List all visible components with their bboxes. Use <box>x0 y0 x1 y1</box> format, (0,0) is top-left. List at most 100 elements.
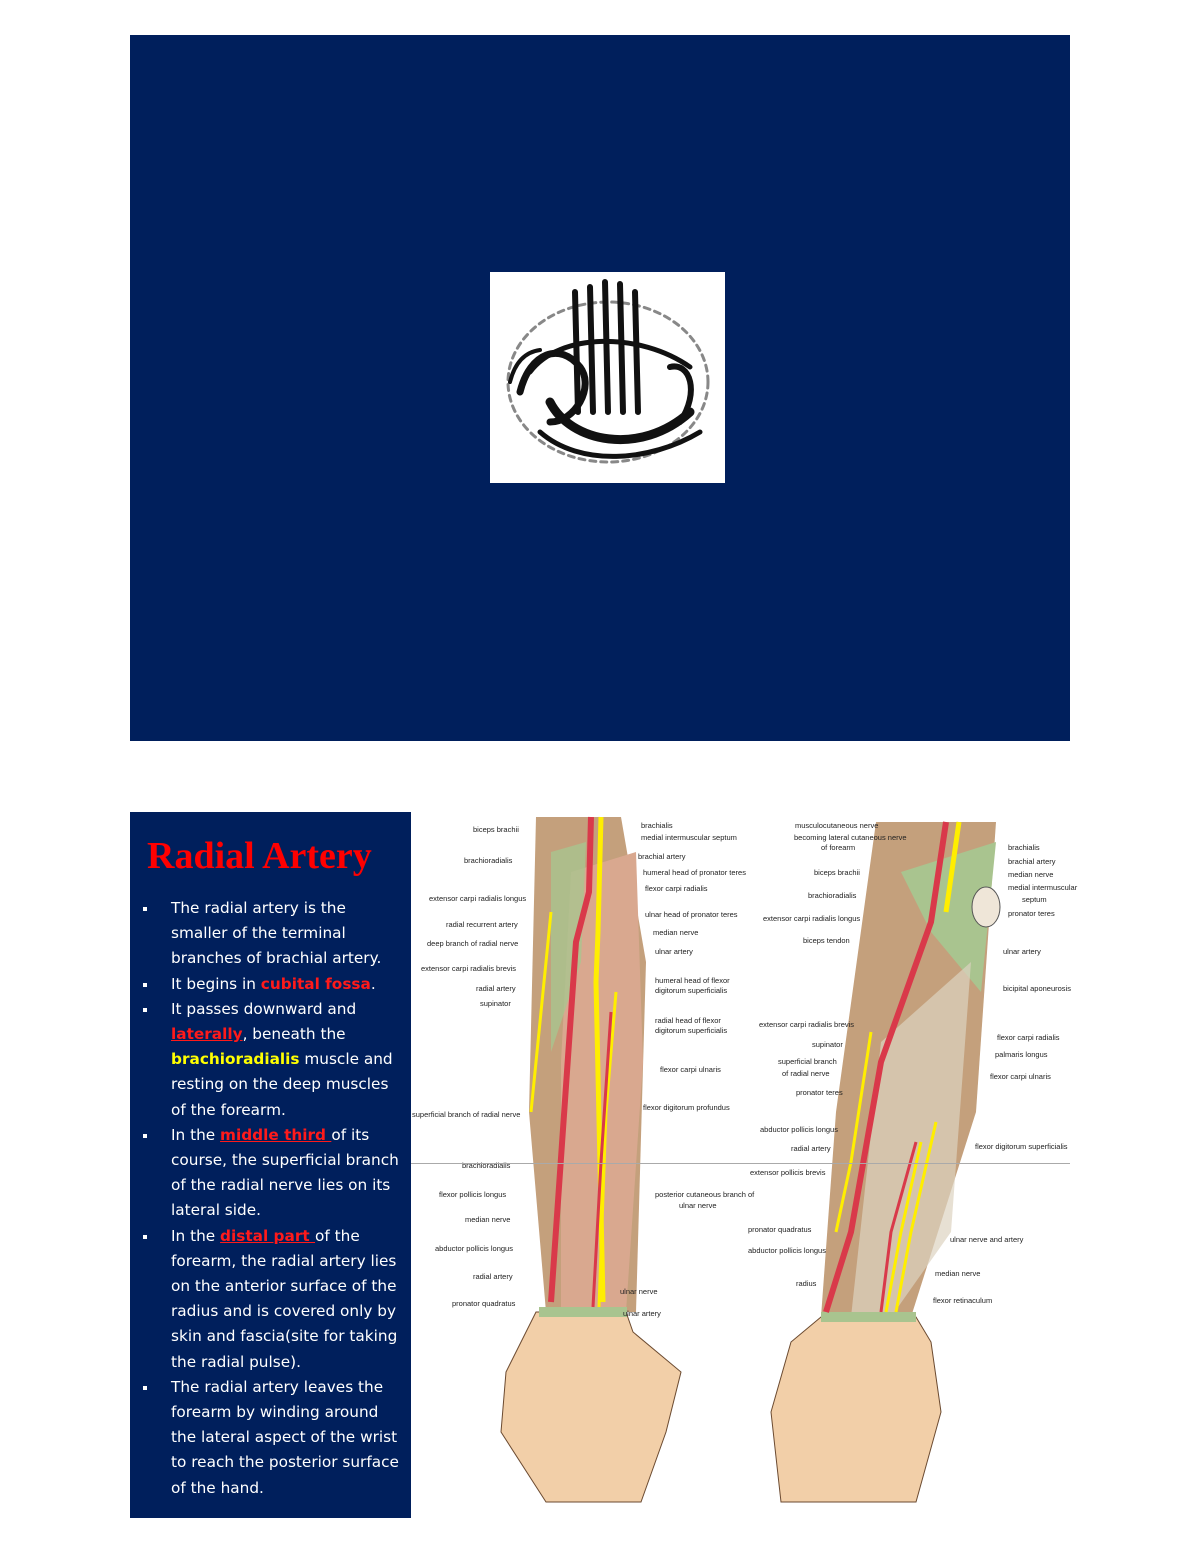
radial-artery-slide: Radial Artery The radial artery is the s… <box>130 812 1077 1518</box>
right-forearm-anatomy-label: median nerve <box>1008 870 1054 879</box>
left-forearm-anatomy-label: median nerve <box>465 1215 511 1224</box>
bullet-text: , beneath the <box>242 1025 346 1044</box>
bullet-item: In the middle third of its course, the s… <box>140 1123 405 1224</box>
right-forearm-anatomy-label: biceps brachii <box>814 868 860 877</box>
slide-title: Radial Artery <box>147 835 372 877</box>
left-forearm-anatomy-label: medial intermuscular septum <box>641 833 737 842</box>
bullet-text: The radial artery leaves the forearm by … <box>171 1377 399 1497</box>
bullet-list: The radial artery is the smaller of the … <box>140 896 405 1501</box>
right-forearm-anatomy-label: ulnar nerve and artery <box>950 1235 1024 1244</box>
right-forearm-anatomy-label: pronator quadratus <box>748 1225 812 1234</box>
bullet-item: It passes downward and laterally, beneat… <box>140 997 405 1123</box>
left-forearm-anatomy-label: flexor carpi ulnaris <box>660 1065 721 1074</box>
right-forearm-anatomy-label: flexor retinaculum <box>933 1296 993 1305</box>
left-forearm-anatomy-label: ulnar nerve <box>679 1201 717 1210</box>
text-panel: Radial Artery The radial artery is the s… <box>130 812 411 1518</box>
left-forearm-anatomy-label: radial recurrent artery <box>446 920 518 929</box>
right-forearm-anatomy-label: brachioradialis <box>808 891 857 900</box>
left-forearm-anatomy-label: humeral head of pronator teres <box>643 868 746 877</box>
right-forearm-anatomy-label: bicipital aponeurosis <box>1003 984 1071 993</box>
left-forearm-anatomy-label: humeral head of flexor <box>655 976 730 985</box>
right-forearm-anatomy-label: superficial branch <box>778 1057 837 1066</box>
left-forearm-anatomy-label: supinator <box>480 999 511 1008</box>
forearm-illustration <box>500 816 1001 1503</box>
bullet-text: In the <box>171 1125 221 1144</box>
bullet-text: In the <box>171 1226 221 1245</box>
left-forearm-anatomy-label: radial artery <box>476 984 516 993</box>
right-forearm-anatomy-label: brachial artery <box>1008 857 1056 866</box>
highlight-text: distal part <box>220 1226 316 1245</box>
left-forearm-anatomy-label: brachioradialis <box>462 1161 511 1170</box>
left-forearm-anatomy-label: flexor pollicis longus <box>439 1190 507 1199</box>
bullet-text: of its course, the superficial branch of… <box>171 1125 399 1220</box>
right-forearm-anatomy-label: radius <box>796 1279 817 1288</box>
bullet-text: It passes downward and <box>171 999 357 1018</box>
left-forearm-anatomy-label: brachialis <box>641 821 673 830</box>
left-forearm-anatomy-label: extensor carpi radialis brevis <box>421 964 517 973</box>
bullet-item: In the distal part of the forearm, the r… <box>140 1224 405 1375</box>
right-forearm-anatomy-label: musculocutaneous nerve <box>795 821 879 830</box>
page-divider <box>411 1163 1070 1164</box>
calligraphy-icon <box>506 279 710 464</box>
highlight-text: brachioradialis <box>171 1050 300 1069</box>
left-forearm-anatomy-label: deep branch of radial nerve <box>427 939 519 948</box>
left-forearm-anatomy-label: posterior cutaneous branch of <box>655 1190 755 1199</box>
left-forearm-anatomy-label: superficial branch of radial nerve <box>412 1110 521 1119</box>
bullet-text: . <box>370 974 376 993</box>
right-forearm-anatomy-label: septum <box>1022 895 1047 904</box>
bullet-text: muscle and resting on the deep muscles o… <box>171 1050 393 1119</box>
right-forearm-anatomy-label: becoming lateral cutaneous nerve <box>794 833 907 842</box>
bullet-text: The radial artery is the smaller of the … <box>171 899 382 968</box>
left-forearm-anatomy-label: digitorum superficialis <box>655 986 728 995</box>
left-forearm-anatomy-label: pronator quadratus <box>452 1299 516 1308</box>
right-forearm-anatomy-label: supinator <box>812 1040 843 1049</box>
left-forearm-anatomy-label: abductor pollicis longus <box>435 1244 513 1253</box>
right-forearm-anatomy-label: medial intermuscular <box>1008 883 1078 892</box>
bullet-item: The radial artery leaves the forearm by … <box>140 1375 405 1501</box>
highlight-text: laterally <box>171 1025 243 1044</box>
right-forearm-anatomy-label: biceps tendon <box>803 936 850 945</box>
title-slide <box>130 35 1070 741</box>
left-forearm-anatomy-label: ulnar artery <box>655 947 693 956</box>
right-forearm-anatomy-label: ulnar artery <box>1003 947 1041 956</box>
right-forearm-anatomy-label: flexor carpi ulnaris <box>990 1072 1051 1081</box>
left-forearm-anatomy-label: brachioradialis <box>464 856 513 865</box>
right-forearm-anatomy-label: median nerve <box>935 1269 981 1278</box>
left-forearm-anatomy-label: brachial artery <box>638 852 686 861</box>
left-forearm-anatomy-label: median nerve <box>653 928 699 937</box>
left-forearm-anatomy-label: flexor digitorum profundus <box>643 1103 730 1112</box>
right-forearm-anatomy-label: brachialis <box>1008 843 1040 852</box>
left-forearm-anatomy-label: digitorum superficialis <box>655 1026 728 1035</box>
right-forearm-anatomy-label: extensor pollicis brevis <box>750 1168 826 1177</box>
highlight-text: middle third <box>220 1125 332 1144</box>
right-forearm-anatomy-label: radial artery <box>791 1144 831 1153</box>
left-forearm-anatomy-label: radial artery <box>473 1272 513 1281</box>
right-forearm-anatomy-label: extensor carpi radialis brevis <box>759 1020 855 1029</box>
bullet-item: The radial artery is the smaller of the … <box>140 896 405 972</box>
right-forearm-anatomy-label: of radial nerve <box>782 1069 830 1078</box>
left-forearm-anatomy-label: flexor carpi radialis <box>645 884 708 893</box>
right-forearm-anatomy-label: pronator teres <box>796 1088 843 1097</box>
right-forearm-anatomy-label: of forearm <box>821 843 856 852</box>
highlight-text: cubital fossa <box>260 974 371 993</box>
right-forearm-anatomy-label: abductor pollicis longus <box>760 1125 838 1134</box>
left-forearm-anatomy-label: ulnar nerve <box>620 1287 658 1296</box>
bullet-text: of the forearm, the radial artery lies o… <box>171 1226 398 1371</box>
left-forearm-anatomy-label: ulnar head of pronator teres <box>645 910 738 919</box>
right-forearm-anatomy-label: abductor pollicis longus <box>748 1246 826 1255</box>
bismillah-calligraphy-logo <box>490 272 725 483</box>
right-forearm-anatomy-label: flexor digitorum superficialis <box>975 1142 1068 1151</box>
left-forearm-anatomy-label: extensor carpi radialis longus <box>429 894 527 903</box>
left-forearm-drawing <box>500 816 682 1503</box>
right-forearm-anatomy-label: pronator teres <box>1008 909 1055 918</box>
left-forearm-anatomy-label: ulnar artery <box>623 1309 661 1318</box>
forearm-anatomy-figure: biceps brachii brachioradialis extensor ca… <box>411 812 1077 1518</box>
right-forearm-anatomy-label: extensor carpi radialis longus <box>763 914 861 923</box>
left-forearm-anatomy-label: biceps brachii <box>473 825 519 834</box>
bullet-text: It begins in <box>171 974 261 993</box>
left-forearm-anatomy-label: radial head of flexor <box>655 1016 721 1025</box>
bullet-item: It begins in cubital fossa. <box>140 972 405 997</box>
right-forearm-anatomy-label: palmaris longus <box>995 1050 1048 1059</box>
right-forearm-drawing <box>770 821 1001 1503</box>
right-forearm-anatomy-label: flexor carpi radialis <box>997 1033 1060 1042</box>
